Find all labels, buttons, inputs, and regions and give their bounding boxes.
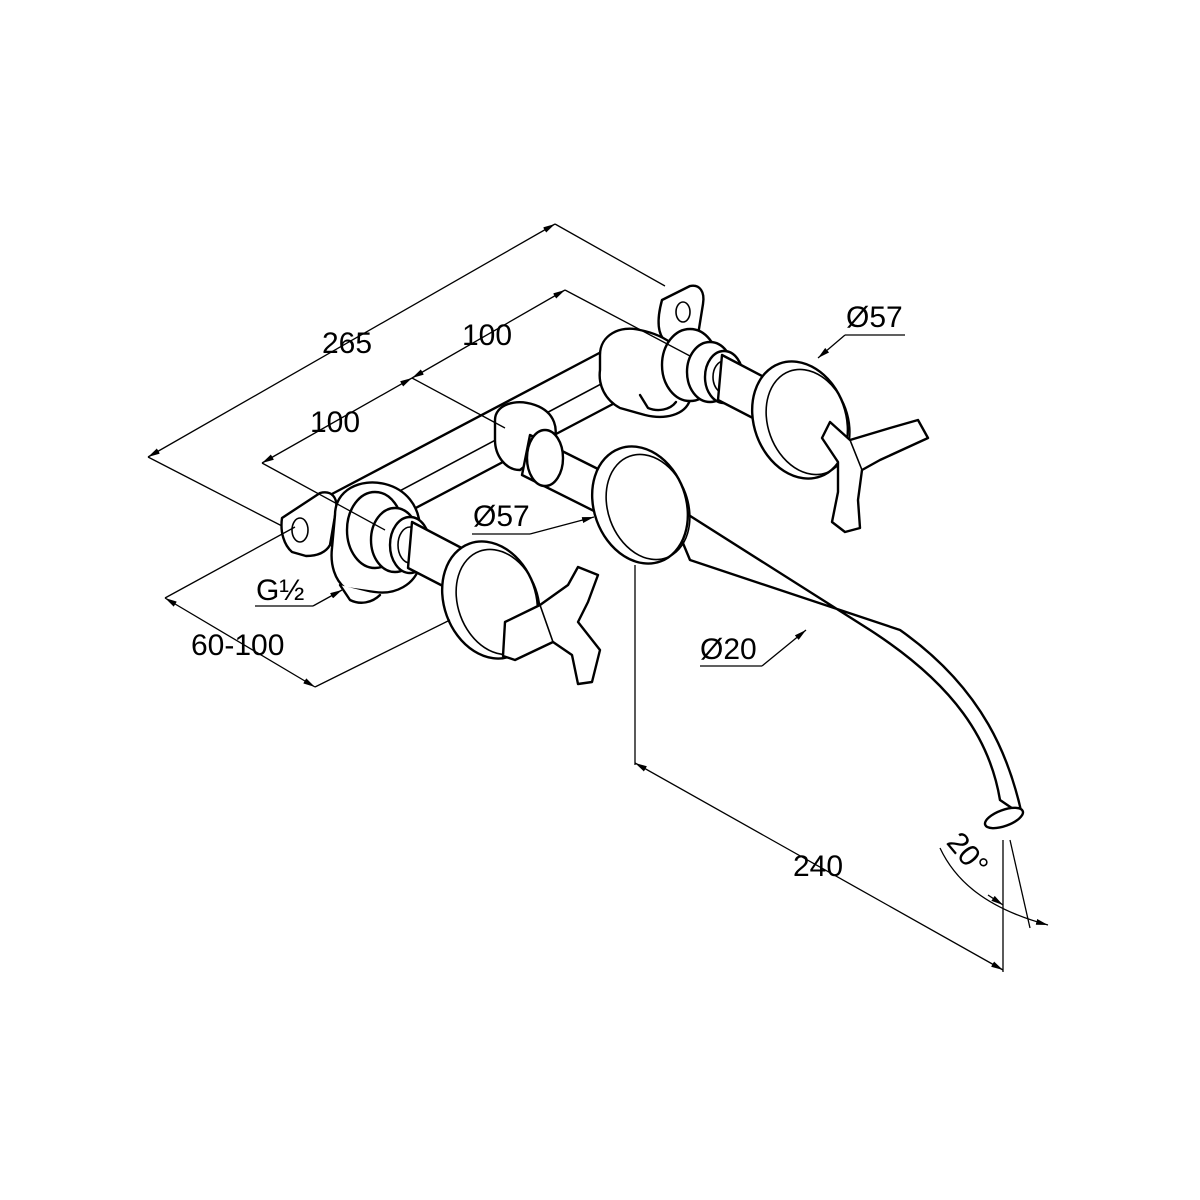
label-spout-diameter: Ø20 <box>700 633 757 666</box>
right-cross-handle <box>820 418 930 534</box>
label-connection-thread: G½ <box>256 574 304 607</box>
left-mounting-bracket <box>280 491 338 558</box>
dim-installation-depth <box>164 526 451 688</box>
dim-spacing-right <box>411 289 691 429</box>
label-installation-depth: 60-100 <box>191 629 284 662</box>
label-rosette-right: Ø57 <box>846 301 903 334</box>
center-rosette <box>590 445 691 565</box>
label-spacing-left: 100 <box>310 406 360 439</box>
label-spacing-right: 100 <box>462 319 512 352</box>
left-cross-handle <box>501 565 602 686</box>
label-spout-angle: 20° <box>940 826 994 882</box>
left-valve-body <box>330 481 432 604</box>
leader-spout-diameter <box>700 629 807 667</box>
right-rosette <box>750 360 851 480</box>
dim-spout-angle <box>939 839 1049 929</box>
label-spout-projection: 240 <box>793 850 843 883</box>
dim-spout-projection <box>634 565 1004 972</box>
leader-connection-thread <box>255 589 343 607</box>
label-overall-width: 265 <box>322 327 372 360</box>
label-rosette-center: Ø57 <box>473 500 530 533</box>
dim-spacing-left <box>261 377 413 531</box>
dim-overall-width <box>147 223 666 527</box>
leader-rosette-right <box>817 334 905 359</box>
leader-rosette-center <box>472 516 595 535</box>
